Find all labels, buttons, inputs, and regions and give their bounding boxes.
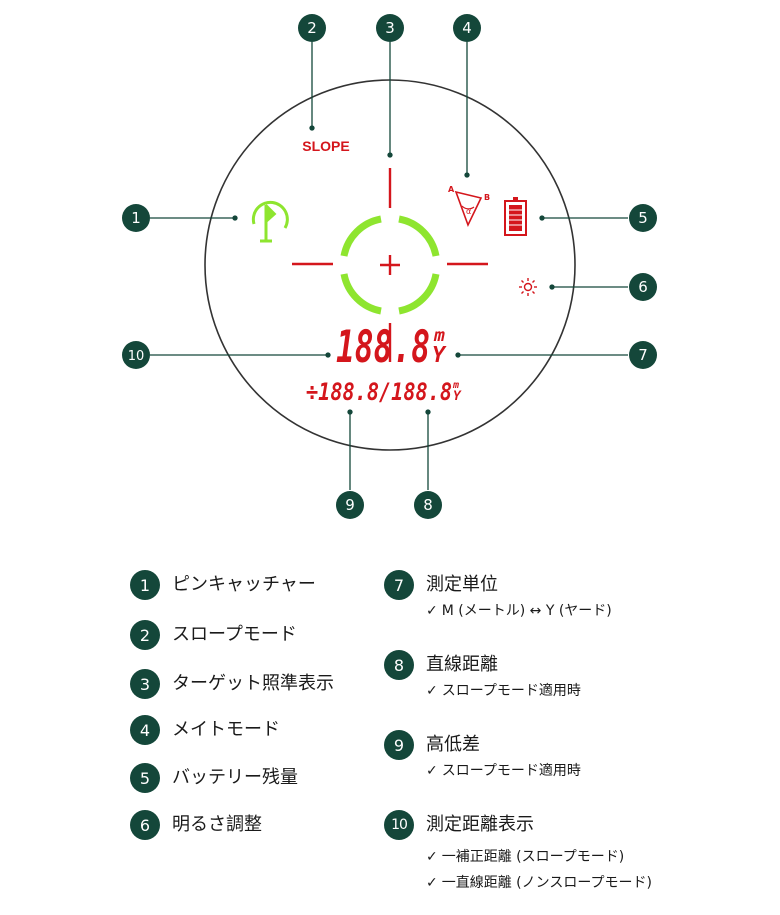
callout-badge-7: 7 — [629, 341, 657, 369]
legend-label: メイトモード — [172, 719, 280, 740]
callout-badge-2: 2 — [298, 14, 326, 42]
legend-badge: 7 — [384, 570, 414, 600]
legend-badge: 9 — [384, 730, 414, 760]
legend-item-1: 1 ピンキャッチャー — [130, 570, 316, 600]
check-icon: ✓ — [426, 683, 438, 699]
crosshair-lines — [292, 168, 488, 362]
svg-text:5: 5 — [638, 209, 648, 227]
check-icon: ✓ — [426, 763, 438, 779]
slope-indicator: SLOPE — [302, 138, 349, 154]
legend-label: 測定距離表示 — [426, 814, 534, 835]
legend-label: 高低差 — [426, 734, 480, 755]
leader-lines — [150, 42, 628, 490]
svg-text:3: 3 — [385, 19, 395, 37]
sub-distance-readout: ÷188.8/188.8 — [306, 378, 452, 406]
legend-label: スロープモード — [172, 624, 297, 645]
legend-item-4: 4 メイトモード — [130, 715, 280, 745]
check-icon: ✓ — [426, 875, 438, 891]
legend-item-2: 2 スロープモード — [130, 620, 297, 650]
svg-text:4: 4 — [462, 19, 472, 37]
battery-icon — [504, 197, 527, 236]
legend-badge: 4 — [130, 715, 160, 745]
callout-badge-5: 5 — [629, 204, 657, 232]
check-icon: ✓ — [426, 603, 438, 619]
svg-text:6: 6 — [638, 278, 648, 296]
callout-badge-6: 6 — [629, 273, 657, 301]
legend-item-3: 3 ターゲット照準表示 — [130, 669, 334, 699]
unit-meter-indicator: m — [433, 325, 445, 346]
legend-badge: 5 — [130, 763, 160, 793]
legend-note: ✓一直線距離 (ノンスロープモード) — [426, 872, 652, 894]
check-icon: ✓ — [426, 849, 438, 865]
callout-badge-10: 10 — [122, 341, 150, 369]
legend-item-9: 9 高低差 ✓スロープモード適用時 — [384, 730, 581, 782]
callout-badge-4: 4 — [453, 14, 481, 42]
svg-text:1: 1 — [131, 209, 141, 227]
legend-note: ✓スロープモード適用時 — [426, 680, 581, 702]
legend-item-8: 8 直線距離 ✓スロープモード適用時 — [384, 650, 581, 702]
legend-note: ✓一補正距離 (スロープモード) — [426, 846, 652, 868]
svg-text:A: A — [448, 185, 455, 194]
pin-catcher-icon — [251, 200, 289, 243]
svg-text:α: α — [466, 207, 471, 216]
target-bracket — [340, 215, 440, 315]
unit-yard-indicator: Y — [432, 343, 447, 368]
legend-badge: 2 — [130, 620, 160, 650]
legend-item-10: 10 測定距離表示 ✓一補正距離 (スロープモード) ✓一直線距離 (ノンスロー… — [384, 810, 652, 894]
legend-item-6: 6 明るさ調整 — [130, 810, 262, 840]
svg-text:2: 2 — [307, 19, 317, 37]
callout-badge-8: 8 — [414, 491, 442, 519]
legend-note: ✓M (メートル) ↔ Y (ヤード) — [426, 600, 612, 622]
legend-label: ターゲット照準表示 — [172, 673, 334, 694]
svg-text:9: 9 — [345, 496, 355, 514]
legend-badge: 8 — [384, 650, 414, 680]
svg-text:B: B — [484, 193, 490, 202]
mate-mode-icon: A B α — [448, 185, 490, 228]
main-distance-readout: 188.8 — [336, 322, 430, 373]
svg-text:7: 7 — [638, 346, 648, 364]
brightness-icon — [519, 278, 537, 296]
callout-badge-3: 3 — [376, 14, 404, 42]
callout-badge-9: 9 — [336, 491, 364, 519]
legend-label: ピンキャッチャー — [172, 574, 316, 595]
legend-note: ✓スロープモード適用時 — [426, 760, 581, 782]
legend-label: 測定単位 — [426, 574, 498, 595]
legend-label: 直線距離 — [426, 654, 498, 675]
legend-item-7: 7 測定単位 ✓M (メートル) ↔ Y (ヤード) — [384, 570, 612, 622]
svg-text:8: 8 — [423, 496, 433, 514]
rangefinder-display-diagram: 2 3 4 1 5 6 10 7 9 8 SLOPE — [122, 14, 657, 519]
sub-unit-meter-indicator: m — [452, 380, 459, 391]
legend-badge: 6 — [130, 810, 160, 840]
legend-badge: 1 — [130, 570, 160, 600]
legend-label: 明るさ調整 — [172, 814, 262, 835]
sub-unit-yard-indicator: Y — [453, 389, 462, 404]
legend-label: バッテリー残量 — [172, 767, 298, 788]
legend-badge: 10 — [384, 810, 414, 840]
legend-badge: 3 — [130, 669, 160, 699]
callout-badge-1: 1 — [122, 204, 150, 232]
legend-item-5: 5 バッテリー残量 — [130, 763, 298, 793]
svg-text:10: 10 — [128, 349, 145, 364]
